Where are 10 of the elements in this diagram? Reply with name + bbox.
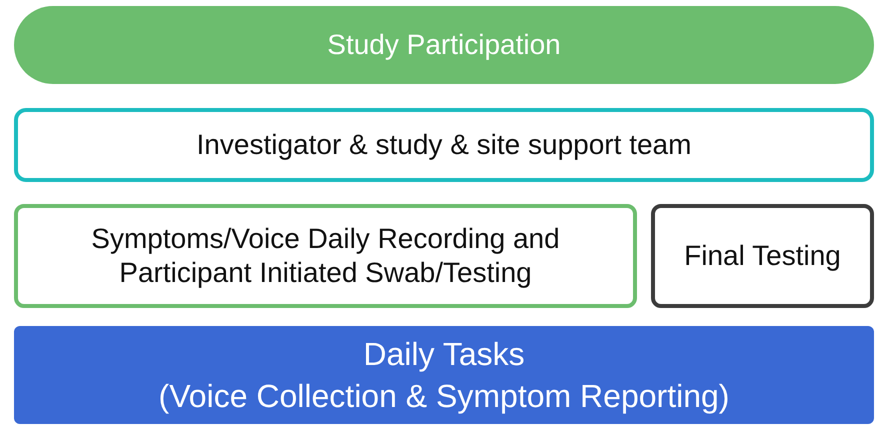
banner xyxy=(14,326,874,424)
box xyxy=(14,108,874,182)
node-label: Study Participation xyxy=(327,28,561,62)
box xyxy=(14,204,637,308)
node-label: Final Testing xyxy=(684,239,841,273)
node-label: Daily Tasks xyxy=(363,335,525,374)
node-label: (Voice Collection & Symptom Reporting) xyxy=(158,377,730,416)
node-label: Investigator & study & site support team xyxy=(196,128,692,162)
box xyxy=(651,204,874,308)
node-label: Symptoms/Voice Daily Recording and Participant Initiated Swab/Testing xyxy=(90,222,561,290)
